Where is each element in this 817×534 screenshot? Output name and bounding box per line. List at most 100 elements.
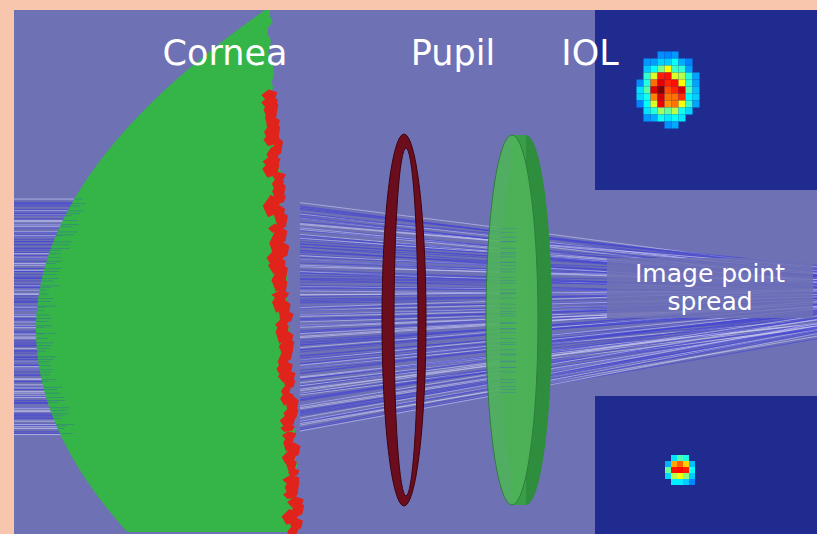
intensity-pixel (665, 461, 671, 467)
intensity-pixel (672, 94, 679, 101)
light-ray (14, 407, 56, 408)
panel-ground (14, 10, 817, 534)
intensity-pixel (658, 101, 665, 108)
ray-hit (42, 278, 58, 279)
ray-hit (500, 353, 516, 354)
intensity-pixel (644, 87, 651, 94)
ray-hit (500, 232, 516, 233)
intensity-pixel (658, 80, 665, 87)
ray-hit (500, 248, 516, 249)
intensity-pixel (672, 66, 679, 73)
intensity-pixel (665, 467, 671, 473)
ray-hit (37, 306, 56, 307)
intensity-pixel (658, 108, 665, 115)
intensity-pixel (671, 467, 677, 473)
ray-hit (72, 203, 86, 204)
light-ray (14, 210, 74, 211)
ray-hit (44, 271, 59, 272)
ray-hit (38, 298, 53, 299)
intensity-pixel (683, 461, 689, 467)
intensity-pixel (637, 101, 644, 108)
light-ray (14, 204, 77, 205)
ray-hit (63, 220, 78, 221)
light-ray (300, 324, 817, 401)
ray-hit (46, 263, 55, 264)
ray-hit (38, 361, 49, 362)
intensity-pixel (644, 108, 651, 115)
ray-hit (53, 241, 72, 242)
ray-hit (40, 290, 47, 291)
ray-hit (37, 351, 45, 352)
ray-hit (500, 338, 516, 339)
light-ray (14, 221, 68, 222)
intensity-pixel (658, 115, 665, 122)
intensity-pixel (658, 52, 665, 59)
ray-hit (60, 226, 72, 227)
ray-hit (58, 428, 64, 429)
ray-hit (500, 308, 516, 309)
intensity-pixel (658, 87, 665, 94)
intensity-pixel (686, 108, 693, 115)
light-ray (300, 326, 817, 394)
ray-hit (500, 344, 516, 345)
intensity-pixel (679, 73, 686, 80)
ray-hit (36, 333, 56, 334)
ray-hit (42, 381, 49, 382)
light-ray (14, 235, 62, 236)
intensity-pixel (651, 66, 658, 73)
intensity-pixel (671, 479, 677, 485)
ray-hit (500, 254, 516, 255)
ray-hit (61, 224, 79, 225)
light-ray (14, 408, 56, 409)
point-spread-map (595, 10, 817, 190)
intensity-pixel (644, 59, 651, 66)
intensity-pixel (693, 94, 700, 101)
light-ray (14, 415, 58, 416)
intensity-pixel (671, 455, 677, 461)
intensity-pixel (671, 461, 677, 467)
ray-hit (500, 277, 516, 278)
intensity-pixel (672, 80, 679, 87)
intensity-pixel (677, 455, 683, 461)
intensity-pixel (651, 108, 658, 115)
ray-hit (36, 342, 53, 343)
intensity-pixel (686, 94, 693, 101)
ray-hit (41, 374, 50, 375)
point-spread-map (595, 396, 817, 534)
intensity-pixel (651, 59, 658, 66)
intensity-pixel (665, 59, 672, 66)
light-ray (14, 232, 63, 233)
intensity-pixel (665, 108, 672, 115)
intensity-pixel (644, 66, 651, 73)
iol-lens (486, 135, 552, 505)
ray-hit (500, 256, 516, 257)
intensity-pixel (665, 87, 672, 94)
ray-hit (500, 304, 516, 305)
ray-hit (74, 199, 83, 200)
intensity-pixel (637, 87, 644, 94)
red-surface-patch (280, 424, 295, 432)
ray-hit (500, 342, 516, 343)
ray-hit (500, 315, 516, 316)
ray-hit (37, 348, 49, 349)
intensity-pixel (672, 122, 679, 129)
ray-hit (500, 289, 516, 290)
light-ray (14, 424, 62, 425)
ray-hit (43, 387, 62, 388)
intensity-pixel (679, 108, 686, 115)
intensity-pixel (683, 455, 689, 461)
intensity-pixel (679, 59, 686, 66)
ray-hit (47, 400, 64, 401)
light-ray (14, 433, 66, 434)
ray-hit (500, 371, 516, 372)
intensity-pixel (693, 80, 700, 87)
light-ray (14, 431, 65, 432)
light-ray (14, 202, 78, 203)
light-ray (14, 215, 71, 216)
intensity-pixel (686, 66, 693, 73)
intensity-pixel (677, 473, 683, 479)
intensity-pixel (689, 479, 695, 485)
intensity-pixel (637, 80, 644, 87)
intensity-pixel (651, 94, 658, 101)
